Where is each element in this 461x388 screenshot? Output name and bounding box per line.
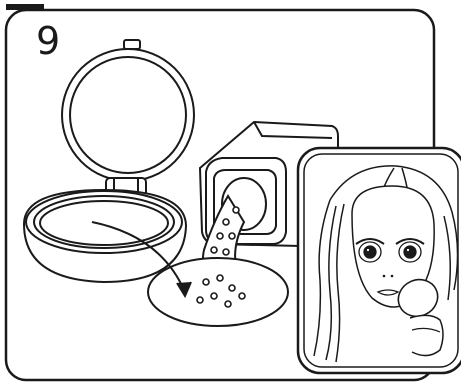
step-number: 9 — [36, 22, 60, 60]
mirror-lid-icon — [62, 40, 194, 196]
compact-icon — [24, 190, 186, 282]
doll-face-inset-icon — [298, 148, 461, 373]
